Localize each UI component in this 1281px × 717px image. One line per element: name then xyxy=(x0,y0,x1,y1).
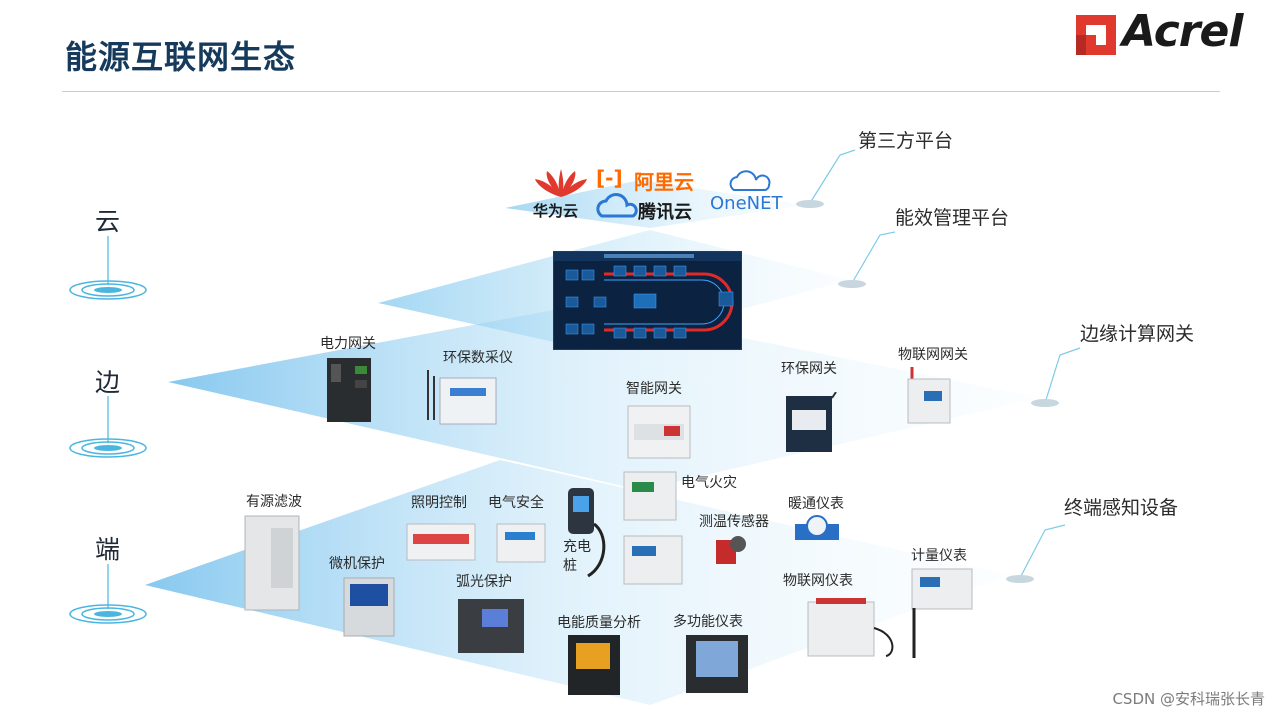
label-terminal: 终端感知设备 xyxy=(1064,497,1179,519)
callout-terminal xyxy=(1019,524,1066,579)
active-filter-cabinet-icon xyxy=(244,515,300,611)
aliyun-logo-icon: [-] xyxy=(596,166,623,190)
label-power-gateway: 电力网关 xyxy=(320,336,376,352)
onenet-cloud-icon xyxy=(729,170,771,191)
tencent-cloud-icon xyxy=(596,193,638,218)
label-arc-protect: 弧光保护 xyxy=(456,574,512,590)
label-elec-fire: 电气火灾 xyxy=(681,475,737,491)
callout-third-party xyxy=(809,149,856,204)
label-iot-meter: 物联网仪表 xyxy=(783,573,853,589)
label-charging-pile: 充电桩 xyxy=(563,539,591,574)
tier-cloud: 云 xyxy=(95,207,121,236)
elec-fire-module-icon xyxy=(623,535,683,585)
tier-end: 端 xyxy=(95,535,121,564)
label-iot-gateway: 物联网网关 xyxy=(898,347,968,363)
micro-protect-device-icon xyxy=(343,577,395,637)
acrel-logo-icon xyxy=(1076,15,1116,55)
edge-signal-icon xyxy=(69,396,147,458)
logo-text: Acrel xyxy=(1122,6,1243,57)
label-hvac-meter: 暖通仪表 xyxy=(788,496,844,512)
label-power-quality: 电能质量分析 xyxy=(557,615,641,631)
dashboard-graphic xyxy=(554,252,741,339)
platform-dashboard-screenshot xyxy=(553,251,742,350)
lighting-control-device-icon xyxy=(406,523,476,561)
label-smart-gateway: 智能网关 xyxy=(626,381,682,397)
power-gateway-device-icon xyxy=(327,358,371,422)
multi-meter-device-icon xyxy=(686,635,748,693)
temp-sensor-icon xyxy=(716,536,746,564)
label-lighting: 照明控制 xyxy=(411,495,467,511)
brand-aliyun: 阿里云 xyxy=(634,170,694,194)
label-energy-mgmt: 能效管理平台 xyxy=(895,207,1010,229)
label-third-party: 第三方平台 xyxy=(858,130,954,152)
page-title: 能源互联网生态 xyxy=(65,38,297,76)
watermark: CSDN @安科瑞张长青 xyxy=(1112,690,1265,708)
env-gateway-device-icon xyxy=(786,392,837,452)
smart-gateway-device-icon xyxy=(627,405,691,459)
tier-edge: 边 xyxy=(95,368,121,397)
callout-energy-mgmt xyxy=(851,231,896,284)
charging-pile-icon xyxy=(568,488,606,578)
huawei-logo-icon xyxy=(535,169,587,197)
end-signal-icon xyxy=(69,564,147,624)
label-elec-safety: 电气安全 xyxy=(488,495,544,511)
arc-protect-device-icon xyxy=(458,599,524,653)
elec-fire-device-icon xyxy=(623,471,677,521)
label-metering: 计量仪表 xyxy=(911,548,967,564)
env-collector-device-icon xyxy=(427,370,497,425)
cloud-layer-plane xyxy=(505,180,805,228)
iot-gateway-device-icon xyxy=(907,367,951,424)
label-micro-protect: 微机保护 xyxy=(329,556,385,572)
brand-onenet: OneNET xyxy=(710,193,783,214)
power-quality-device-icon xyxy=(568,635,620,695)
label-multi-meter: 多功能仪表 xyxy=(673,614,743,630)
label-active-filter: 有源滤波 xyxy=(246,494,302,510)
label-env-gateway: 环保网关 xyxy=(781,361,837,377)
elec-safety-device-icon xyxy=(496,523,546,563)
hvac-meter-icon xyxy=(795,515,839,540)
title-divider xyxy=(62,91,1220,92)
label-edge-gateway: 边缘计算网关 xyxy=(1080,323,1195,345)
metering-device-icon xyxy=(911,568,973,610)
label-env-collector: 环保数采仪 xyxy=(443,350,513,366)
brand-tencent: 腾讯云 xyxy=(638,202,692,223)
label-temp-sensor: 测温传感器 xyxy=(699,514,769,530)
brand-huawei: 华为云 xyxy=(533,202,579,220)
callout-edge xyxy=(1044,347,1081,404)
end-layer-plane xyxy=(145,460,1010,705)
iot-meter-device-icon xyxy=(807,598,916,658)
cloud-signal-icon xyxy=(69,236,147,300)
